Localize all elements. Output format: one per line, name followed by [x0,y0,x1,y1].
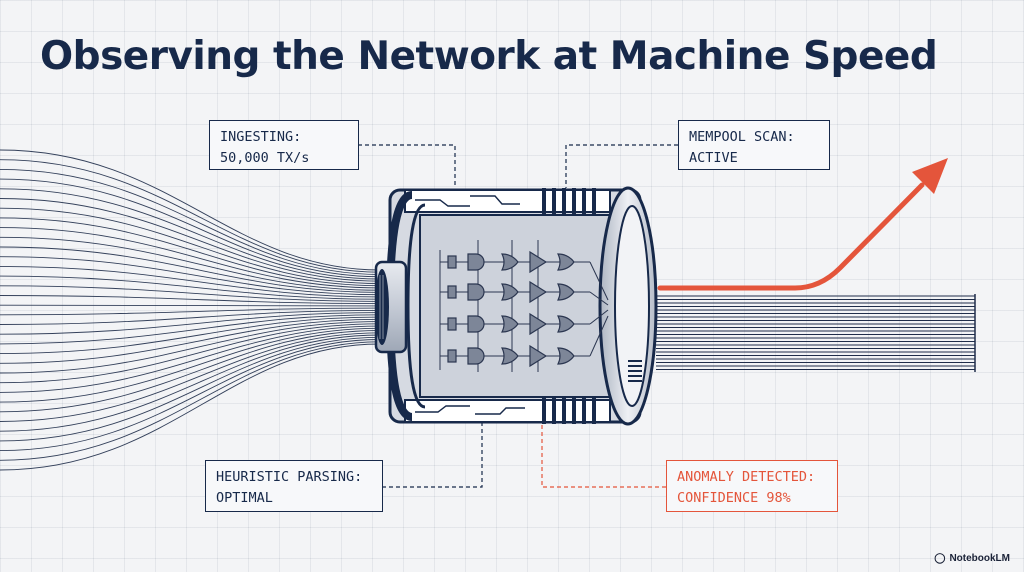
logic-gate-circuit [439,240,609,372]
transaction-line [0,246,381,293]
transaction-line [0,307,381,316]
callout-leaders [358,144,678,488]
transaction-line [0,198,381,282]
vent-slots [628,360,642,382]
transaction-line [0,295,381,305]
anomaly-label: ANOMALY DETECTED: [677,469,816,485]
transaction-line [0,149,381,271]
transaction-line [0,188,381,280]
outgoing-transaction-lines [656,295,975,370]
anomaly-arrowhead-icon [912,158,948,194]
mempool-value: ACTIVE [689,150,738,166]
anomaly-callout: ANOMALY DETECTED: CONFIDENCE 98% [666,460,838,512]
transaction-line [0,334,381,432]
ingesting-callout: INGESTING: 50,000 TX/s [209,120,359,170]
transaction-line [0,256,381,296]
brand-label: NotebookLM [949,553,1010,564]
transaction-line [0,325,381,393]
transaction-line [0,339,381,452]
transaction-line [0,207,381,284]
transaction-line [0,321,381,374]
mempool-label: MEMPOOL SCAN: [689,129,795,145]
mempool-callout: MEMPOOL SCAN: ACTIVE [678,120,830,170]
transaction-line [0,227,381,289]
transaction-line [0,316,381,355]
anomaly-arrow-path [657,182,925,291]
anomaly-value: CONFIDENCE 98% [677,490,791,506]
transaction-line [0,323,381,384]
transaction-line [0,159,381,273]
transaction-line [0,168,381,275]
heuristic-callout: HEURISTIC PARSING: OPTIMAL [205,460,383,512]
heuristic-label: HEURISTIC PARSING: [216,469,363,485]
page-title: Observing the Network at Machine Speed [40,34,938,79]
transaction-line [0,341,381,461]
transaction-line [0,332,381,422]
transaction-line [0,217,381,287]
brand-watermark: ◯ NotebookLM [934,553,1010,564]
transaction-line [0,314,381,345]
transaction-line [0,343,381,471]
cooling-ribs [542,188,596,424]
transaction-line [0,330,381,413]
ingesting-label: INGESTING: [220,129,302,145]
transaction-line [0,318,381,364]
heuristic-value: OPTIMAL [216,490,273,506]
transaction-line [0,275,381,300]
anomaly-leader [541,420,666,488]
processing-core-cylinder [374,186,658,426]
transaction-line [0,336,381,442]
transaction-line [0,304,381,307]
notebooklm-logo-icon: ◯ [934,553,946,564]
transaction-line [0,309,381,325]
transaction-line [0,265,381,298]
transaction-line [0,285,381,302]
incoming-transaction-lines [0,149,381,471]
transaction-line [0,312,381,335]
transaction-line [0,236,381,291]
transaction-line [0,178,381,278]
transaction-line [0,327,381,403]
ingesting-value: 50,000 TX/s [220,150,310,166]
